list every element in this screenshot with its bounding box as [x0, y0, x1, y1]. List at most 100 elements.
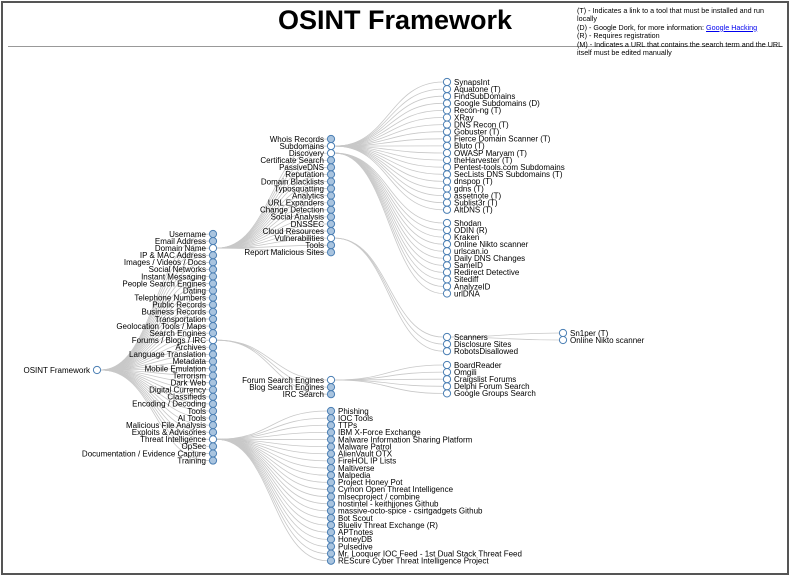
tree-node-report-malicious-sites[interactable]: Report Malicious Sites [244, 248, 336, 257]
tree-node-circle-forums-blogs-irc[interactable] [208, 336, 218, 345]
tree-node-circle-social-networks[interactable] [208, 265, 218, 274]
tree-node-circle-phishing[interactable] [326, 406, 336, 416]
tree-node-altdns-t[interactable]: AltDNS (T) [442, 205, 493, 215]
tree-node-circle-images-videos-docs[interactable] [208, 258, 218, 267]
tree-node-malpedia[interactable]: Malpedia [326, 471, 371, 480]
tree-node-circle-daily-dns-changes[interactable] [442, 254, 452, 263]
tree-node-circle-sitediff[interactable] [442, 275, 452, 284]
tree-node-circle-malware-information-sharing-platform[interactable] [326, 435, 336, 444]
tree-node-circle-ibm-x-force-exchange[interactable] [326, 428, 336, 437]
tree-node-circle-robotsdisallowed[interactable] [442, 347, 452, 356]
tree-node-circle-project-honey-pot[interactable] [326, 478, 336, 487]
tree-node-circle-discovery[interactable] [326, 149, 336, 158]
tree-node-circle-mr-looquer-ioc-feed-1st-dual-stack-threat-feed[interactable] [326, 549, 336, 558]
tree-node-circle-language-translation[interactable] [208, 350, 218, 359]
tree-node-circle-mlsecproject-combine[interactable] [326, 492, 336, 501]
tree-node-urlscan-io[interactable]: urlscan.io [442, 247, 489, 256]
tree-node-circle-alienvault-otx[interactable] [326, 449, 336, 458]
tree-node-osint-framework[interactable]: OSINT Framework [23, 365, 102, 375]
tree-node-circle-kraken[interactable] [442, 233, 452, 242]
tree-node-circle-aquatone-t[interactable] [442, 85, 452, 94]
tree-node-circle-assetnote-t[interactable] [442, 191, 452, 200]
tree-node-scanners[interactable]: Scanners [442, 333, 488, 342]
tree-node-circle-dnssec[interactable] [326, 219, 336, 229]
tree-node-circle-sublist3r-t[interactable] [442, 198, 452, 207]
tree-node-circle-email-address[interactable] [208, 236, 218, 246]
tree-node-urldna[interactable]: urlDNA [442, 289, 480, 298]
tree-node-circle-firehol-ip-lists[interactable] [326, 456, 336, 466]
tree-node-circle-documentation-evidence-capture[interactable] [208, 449, 218, 458]
tree-node-circle-bluto-t[interactable] [442, 141, 452, 150]
tree-node-circle-encoding-decoding[interactable] [208, 399, 218, 409]
tree-node-honeydb[interactable]: HoneyDB [326, 535, 372, 544]
tree-node-circle-malware-patrol[interactable] [326, 442, 336, 451]
tree-node-business-records[interactable]: Business Records [142, 307, 218, 317]
tree-node-google-groups-search[interactable]: Google Groups Search [442, 389, 536, 398]
tree-node-circle-craigslist-forums[interactable] [442, 375, 452, 384]
tree-node-circle-theharvester-t[interactable] [442, 156, 452, 165]
tree-node-circle-malpedia[interactable] [326, 471, 336, 480]
tree-node-circle-domain-name[interactable] [208, 244, 218, 253]
tree-node-circle-gobuster-t[interactable] [442, 127, 452, 136]
tree-node-circle-irc-search[interactable] [326, 390, 336, 399]
tree-node-circle-honeydb[interactable] [326, 535, 336, 544]
tree-node-circle-report-malicious-sites[interactable] [326, 248, 336, 257]
tree-node-circle-training[interactable] [208, 456, 218, 465]
tree-node-circle-terrorism[interactable] [208, 371, 218, 380]
tree-node-circle-online-nikto-scanner[interactable] [558, 335, 568, 345]
tree-node-social-analysis[interactable]: Social Analysis [271, 212, 336, 222]
tree-node-omgili[interactable]: Omgili [442, 368, 477, 377]
tree-node-circle-pentest-tools-com-subdomains[interactable] [442, 163, 452, 172]
tree-node-email-address[interactable]: Email Address [155, 236, 218, 246]
tree-node-irc-search[interactable]: IRC Search [283, 390, 336, 399]
tree-node-circle-rescure-cyber-threat-intelligence-project[interactable] [326, 556, 336, 565]
tree-node-circle-forum-search-engines[interactable] [326, 375, 336, 385]
tree-node-circle-metadata[interactable] [208, 357, 218, 366]
tree-node-circle-analyzeid[interactable] [442, 282, 452, 291]
tree-node-circle-digital-currency[interactable] [208, 385, 218, 394]
tree-node-dating[interactable]: Dating [183, 286, 218, 295]
tree-node-circle-owasp-maryam-t[interactable] [442, 148, 452, 158]
tree-node-circle-seclists-dns-subdomains-t[interactable] [442, 170, 452, 179]
tree-node-circle-business-records[interactable] [208, 307, 218, 316]
tree-node-circle-xray[interactable] [442, 113, 452, 122]
tree-node-circle-altdns-t[interactable] [442, 205, 452, 214]
tree-node-circle-urlscan-io[interactable] [442, 247, 452, 256]
tree-node-circle-blueliv-threat-exchange-r[interactable] [326, 520, 336, 530]
tree-node-circle-gdns-t[interactable] [442, 184, 452, 193]
tree-node-circle-malicious-file-analysis[interactable] [208, 421, 218, 430]
tree-node-circle-telephone-numbers[interactable] [208, 293, 218, 302]
tree-node-circle-omgili[interactable] [442, 368, 452, 377]
tree-node-robotsdisallowed[interactable]: RobotsDisallowed [442, 347, 518, 356]
tree-node-theharvester-t[interactable]: theHarvester (T) [442, 156, 513, 165]
tree-node-circle-cymon-open-threat-intelligence[interactable] [326, 485, 336, 494]
tree-node-circle-dns-recon-t[interactable] [442, 120, 452, 129]
tree-node-circle-dating[interactable] [208, 286, 218, 295]
tree-node-certificate-search[interactable]: Certificate Search [260, 156, 336, 165]
tree-node-circle-archives[interactable] [208, 343, 218, 352]
tree-node-circle-boardreader[interactable] [442, 360, 452, 370]
tree-node-circle-ai-tools[interactable] [208, 413, 218, 423]
tree-node-circle-opsec[interactable] [208, 442, 218, 451]
tree-node-ttps[interactable]: TTPs [326, 421, 357, 430]
tree-node-circle-tools[interactable] [326, 241, 336, 250]
tree-node-circle-change-detection[interactable] [326, 205, 336, 214]
tree-node-circle-analytics[interactable] [326, 191, 336, 200]
tree-node-circle-reputation[interactable] [326, 170, 336, 179]
tree-node-circle-ioc-tools[interactable] [326, 414, 336, 423]
tree-node-circle-findsubdomains[interactable] [442, 92, 452, 101]
tree-node-circle-public-records[interactable] [208, 300, 218, 309]
tree-node-circle-osint-framework[interactable] [92, 365, 102, 375]
tree-node-rescure-cyber-threat-intelligence-project[interactable]: REScure Cyber Threat Intelligence Projec… [326, 556, 489, 566]
tree-node-circle-delphi-forum-search[interactable] [442, 382, 452, 391]
tree-node-fierce-domain-scanner-t[interactable]: Fierce Domain Scanner (T) [442, 134, 551, 144]
tree-node-circle-whois-records[interactable] [326, 134, 336, 144]
tree-node-circle-social-analysis[interactable] [326, 212, 336, 221]
tree-node-circle-fierce-domain-scanner-t[interactable] [442, 134, 452, 143]
tree-node-circle-google-subdomains-d[interactable] [442, 99, 452, 108]
tree-node-xray[interactable]: XRay [442, 113, 474, 122]
tree-node-circle-url-expanders[interactable] [326, 198, 336, 207]
tree-node-circle-odin-r[interactable] [442, 225, 452, 235]
tree-node-circle-sn1per-t[interactable] [558, 328, 568, 338]
tree-node-circle-massive-octo-spice-csirtgadgets-github[interactable] [326, 506, 336, 515]
